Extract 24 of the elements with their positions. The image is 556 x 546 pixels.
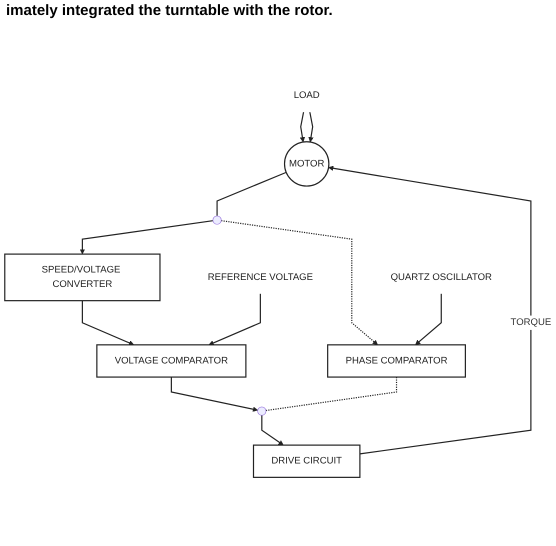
- arrow: [261, 415, 284, 446]
- edge-label: TORQUE: [510, 317, 552, 328]
- node-box: DRIVE CIRCUIT: [252, 444, 360, 478]
- connector: [266, 377, 398, 412]
- connector: [216, 172, 286, 216]
- arrow: [300, 112, 305, 142]
- arrow: [170, 377, 258, 412]
- node-text: LOAD: [294, 90, 320, 101]
- arrow: [208, 294, 261, 346]
- node-text: REFERENCE VOLTAGE: [208, 272, 313, 282]
- node-circle: [212, 216, 222, 225]
- node-box: SPEED/VOLTAGE CONVERTER: [4, 254, 161, 302]
- node-circle: [257, 406, 266, 416]
- node-box: VOLTAGE COMPARATOR: [96, 344, 246, 378]
- caption-text: imately integrated the turntable with the rotor.: [6, 2, 334, 19]
- arrow: [80, 220, 214, 254]
- arrow: [221, 220, 378, 346]
- node-text: QUARTZ OSCILLATOR: [390, 272, 492, 282]
- arrow: [82, 300, 134, 346]
- arrow: [308, 112, 314, 142]
- arrow: [328, 166, 532, 454]
- arrow: [415, 294, 442, 346]
- node-box: PHASE COMPARATOR: [327, 344, 466, 378]
- node-circle: MOTOR: [284, 141, 330, 187]
